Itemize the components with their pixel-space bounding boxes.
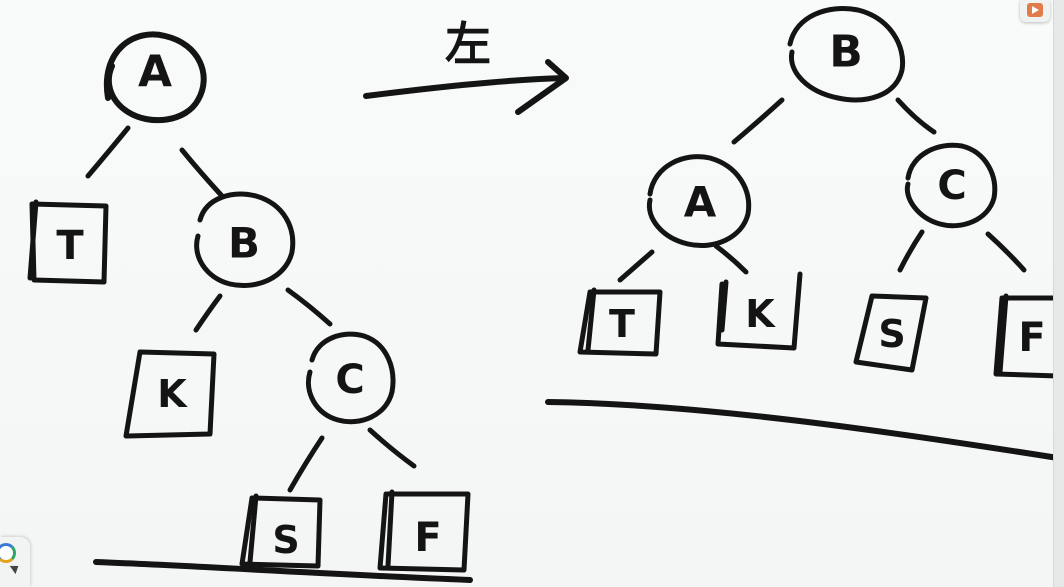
node-T: T (577, 287, 663, 357)
node-T-label: T (56, 223, 84, 269)
edge-C-S (897, 229, 925, 273)
edge-B-A (731, 97, 785, 145)
node-A-label: A (138, 47, 172, 98)
right-baseline (545, 399, 1061, 461)
rotation-arrow: 左 (363, 17, 569, 115)
node-S: S (239, 493, 323, 569)
node-F: F (993, 293, 1063, 379)
node-A-label: A (684, 178, 717, 227)
edge-B-C (285, 287, 333, 327)
edge-C-F (985, 231, 1027, 273)
node-B-label: B (228, 219, 260, 268)
edge-B-K (193, 293, 223, 333)
node-C: C (306, 331, 396, 425)
left-tree: A T B K C S (27, 31, 473, 583)
edge-B-C (895, 97, 937, 135)
color-ring-icon[interactable] (0, 543, 16, 563)
node-B: B (194, 191, 296, 288)
node-S-label: S (272, 518, 299, 562)
node-F-label: F (1018, 315, 1045, 361)
arrow-label: 左 (445, 17, 491, 71)
tool-strip (0, 537, 30, 587)
edge-A-T (617, 249, 655, 283)
edge-A-K (713, 243, 749, 275)
video-recorder-icon[interactable] (1020, 0, 1050, 22)
edge-A-T (85, 125, 131, 179)
node-K: K (123, 349, 217, 439)
node-F: F (377, 489, 471, 573)
node-C: C (904, 142, 998, 229)
play-icon (1027, 3, 1043, 17)
node-A: A (103, 31, 207, 124)
node-C-label: C (335, 357, 364, 403)
edge-C-S (287, 435, 325, 493)
node-K: K (715, 271, 803, 351)
node-F-label: F (414, 515, 441, 561)
node-S: S (853, 293, 929, 373)
node-T: T (27, 199, 109, 285)
node-B-label: B (829, 27, 863, 78)
edge-A-B (179, 147, 225, 199)
node-K-label: K (157, 372, 188, 416)
pointer-icon[interactable] (9, 561, 22, 575)
node-A: A (646, 154, 752, 248)
node-K-label: K (745, 292, 776, 336)
node-S-label: S (878, 312, 905, 356)
edge-C-F (367, 427, 417, 469)
right-tree: B A C T K S (545, 6, 1063, 461)
left-baseline (93, 559, 473, 583)
node-B: B (787, 6, 906, 103)
node-C-label: C (937, 163, 966, 209)
vertical-scrollbar[interactable] (1053, 0, 1064, 587)
node-T-label: T (609, 302, 635, 346)
